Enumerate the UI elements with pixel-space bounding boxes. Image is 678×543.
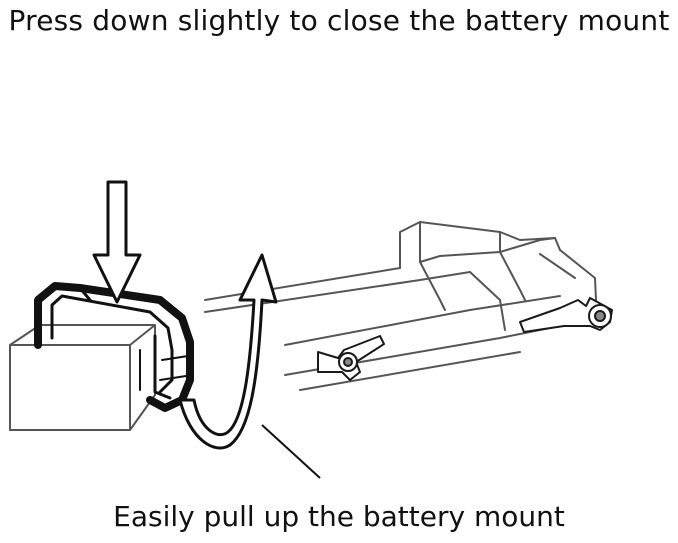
down-arrow-icon: [92, 180, 142, 304]
battery-latch: [34, 282, 194, 412]
wing-screw-right: [519, 297, 613, 333]
wing-screw-left: [317, 335, 385, 381]
mount-rail: [204, 221, 597, 391]
curved-up-arrow-icon: [178, 253, 278, 450]
bottom-caption: Easily pull up the battery mount: [113, 500, 565, 533]
leader-line: [261, 424, 321, 479]
top-caption: Press down slightly to close the battery…: [8, 4, 670, 37]
battery-pack: [9, 324, 156, 431]
